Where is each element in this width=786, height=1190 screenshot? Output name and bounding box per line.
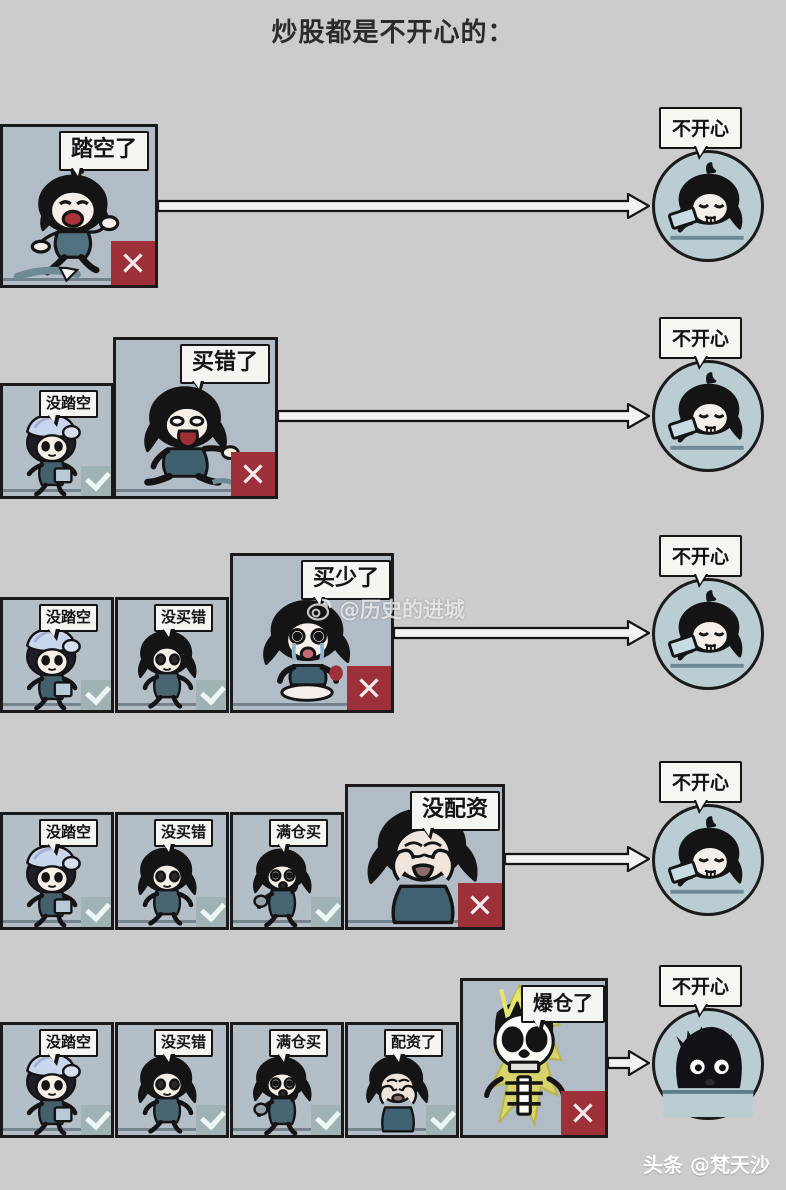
panel-bubble-mai-shao-le: 买少了 (301, 560, 391, 609)
panel-mei-pei-zi: 没配资 (345, 784, 505, 930)
panel-bubble-man-cang-mai: 满仓买 (269, 1029, 329, 1066)
status-badge-check (81, 466, 111, 496)
result-bubble-label: 不开心 (659, 535, 743, 588)
flow-arrow-row-4 (505, 846, 650, 872)
weibo-watermark: @历史的进城 (306, 594, 465, 624)
weibo-watermark-text: @历史的进城 (339, 598, 465, 622)
panel-bubble-mei-ta-kong: 没踏空 (39, 1029, 99, 1066)
result-circle-row-1: 不开心 (652, 107, 764, 262)
result-bubble-label: 不开心 (659, 761, 743, 814)
result-circle-row-3: 不开心 (652, 535, 764, 690)
panel-mai-cuo-le: 买错了 (113, 337, 278, 499)
status-badge-cross (231, 452, 275, 496)
status-badge-cross (458, 883, 502, 927)
panel-man-cang-mai-r4: 满仓买 (230, 812, 344, 930)
panel-bubble-mei-ta-kong: 没踏空 (39, 604, 99, 641)
panel-bubble-mei-mai-cuo: 没买错 (154, 604, 214, 641)
panel-mei-mai-cuo-r4: 没买错 (115, 812, 229, 930)
panel-bubble-mei-mai-cuo: 没买错 (154, 819, 214, 856)
status-badge-cross (111, 241, 155, 285)
status-badge-cross (561, 1091, 605, 1135)
status-badge-check (81, 1105, 111, 1135)
panel-floor (3, 489, 111, 492)
sad-girl-phone-art (668, 816, 744, 894)
panel-bubble-mei-ta-kong: 没踏空 (39, 390, 99, 427)
flow-arrow-row-3 (394, 620, 650, 646)
girl-eating-art (252, 848, 312, 927)
panel-ta-kong-le: 踏空了 (0, 124, 158, 288)
panel-floor (233, 703, 391, 706)
panel-floor (3, 278, 155, 281)
panel-mei-ta-kong-r4: 没踏空 (0, 812, 114, 930)
panel-mei-ta-kong-r5: 没踏空 (0, 1022, 114, 1138)
panel-pei-zi-le: 配资了 (345, 1022, 459, 1138)
status-badge-check (196, 680, 226, 710)
girl-screaming-fallen-art (144, 386, 240, 487)
girl-bonnet-walking-art (26, 844, 81, 927)
flow-arrow-row-5 (608, 1050, 650, 1076)
girl-eating-art (252, 1056, 312, 1135)
panel-bubble-mei-mai-cuo: 没买错 (154, 1029, 214, 1066)
sad-girl-phone-art (668, 372, 744, 450)
panel-floor (3, 920, 111, 923)
panel-floor (118, 1128, 226, 1131)
dark-creature-peeking-art (662, 1026, 754, 1117)
panel-floor (118, 703, 226, 706)
panel-bubble-bao-cang-le: 爆仓了 (521, 985, 605, 1032)
panel-mei-mai-cuo-r5: 没买错 (115, 1022, 229, 1138)
panel-bubble-mei-pei-zi: 没配资 (410, 791, 501, 840)
panel-bubble-man-cang-mai: 满仓买 (269, 819, 329, 856)
result-bubble-label: 不开心 (659, 107, 743, 160)
status-badge-check (81, 897, 111, 927)
panel-floor (116, 489, 275, 492)
result-circle-row-4: 不开心 (652, 761, 764, 916)
result-bubble-label: 不开心 (659, 965, 743, 1018)
status-badge-check (81, 680, 111, 710)
footer-watermark: 头条 @梵天沙 (643, 1153, 770, 1177)
result-bubble-label: 不开心 (659, 317, 743, 370)
panel-mei-ta-kong-r3: 没踏空 (0, 597, 114, 713)
flow-arrow-row-2 (278, 403, 650, 429)
panel-floor (233, 1128, 341, 1131)
status-badge-check (311, 897, 341, 927)
panel-bubble-pei-zi-le: 配资了 (384, 1029, 444, 1066)
panel-floor (3, 1128, 111, 1131)
status-badge-cross (347, 666, 391, 710)
panel-bubble-mei-ta-kong: 没踏空 (39, 819, 99, 856)
sad-girl-phone-art (668, 162, 744, 240)
flow-arrow-row-1 (158, 193, 650, 219)
sad-girl-phone-art (668, 590, 744, 668)
panel-man-cang-mai-r5: 满仓买 (230, 1022, 344, 1138)
panel-bubble-ta-kong-le: 踏空了 (59, 131, 150, 180)
panel-mei-mai-cuo-r3: 没买错 (115, 597, 229, 713)
panel-mai-shao-le: 买少了 (230, 553, 394, 713)
panel-floor (3, 703, 111, 706)
girl-bonnet-walking-art (26, 413, 81, 496)
status-badge-check (196, 897, 226, 927)
girl-head-in-hands-small-art (366, 1055, 429, 1133)
panel-bubble-mai-cuo-le: 买错了 (180, 344, 271, 393)
girl-bonnet-walking-art (26, 627, 81, 710)
girl-crying-shocked-art (263, 599, 351, 702)
result-circle-row-2: 不开心 (652, 317, 764, 472)
result-circle-row-5: 不开心 (652, 965, 764, 1120)
status-badge-check (196, 1105, 226, 1135)
status-badge-check (426, 1105, 456, 1135)
panel-floor (118, 920, 226, 923)
page-title: 炒股都是不开心的： (271, 18, 515, 48)
girl-dark-eyes-art (137, 630, 197, 709)
panel-floor (233, 920, 341, 923)
panel-mei-ta-kong-r2: 没踏空 (0, 383, 114, 499)
girl-dark-eyes-art (137, 1055, 197, 1134)
girl-dark-eyes-art (137, 847, 197, 926)
status-badge-check (311, 1105, 341, 1135)
weibo-logo-icon (306, 598, 332, 621)
panel-bao-cang-le: 爆仓了 (460, 978, 608, 1138)
